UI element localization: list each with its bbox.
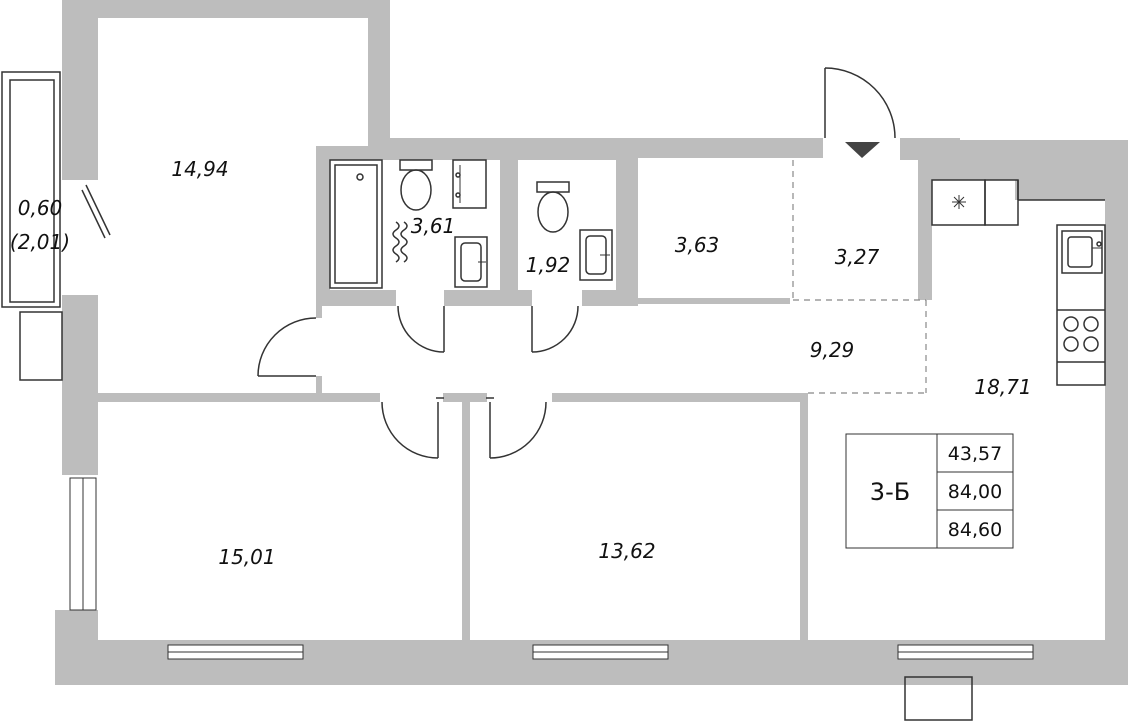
walls — [55, 0, 1128, 685]
area-labels: 14,94 0,60 (2,01) 3,61 1,92 3,63 3,27 9,… — [10, 157, 1032, 569]
area-hall: 3,27 — [835, 245, 880, 269]
radiator-icon — [452, 159, 487, 209]
door-swing-icon — [257, 67, 896, 459]
balcony — [1, 71, 111, 381]
total-area-value: 84,00 — [948, 481, 1002, 503]
kitchen-counter — [931, 179, 1106, 386]
area-wc: 1,92 — [526, 253, 571, 277]
total-with-balcony-value: 84,60 — [948, 519, 1002, 541]
wc-sink-icon — [579, 229, 613, 281]
wc-toilet-icon — [536, 181, 570, 233]
towel-warmer-icon — [392, 221, 408, 263]
bathtub-icon — [329, 159, 383, 289]
living-area-value: 43,57 — [948, 443, 1002, 465]
stove-icon — [1057, 309, 1105, 363]
ventilation-icon — [952, 195, 966, 209]
area-bathroom: 3,61 — [411, 214, 456, 238]
apartment-type: 3-Б — [870, 478, 910, 506]
area-bedroom-top: 14,94 — [171, 157, 228, 181]
area-balcony-sub: (2,01) — [10, 230, 70, 254]
bottom-windows — [167, 644, 1034, 721]
area-storage: 3,63 — [675, 233, 720, 257]
area-balcony: 0,60 — [18, 196, 63, 220]
entrance-arrow-icon — [845, 142, 880, 158]
area-bedroom-left: 15,01 — [218, 545, 275, 569]
area-corridor: 9,29 — [810, 338, 855, 362]
zone-dividers — [792, 160, 927, 394]
apartment-legend: 3-Б 43,57 84,00 84,60 — [845, 433, 1014, 549]
toilet-icon — [399, 159, 433, 211]
left-windows — [69, 477, 97, 611]
area-bedroom-middle: 13,62 — [598, 539, 655, 563]
sink-icon — [454, 236, 488, 288]
area-kitchen-living: 18,71 — [974, 375, 1031, 399]
kitchen-sink-icon — [1061, 230, 1103, 274]
